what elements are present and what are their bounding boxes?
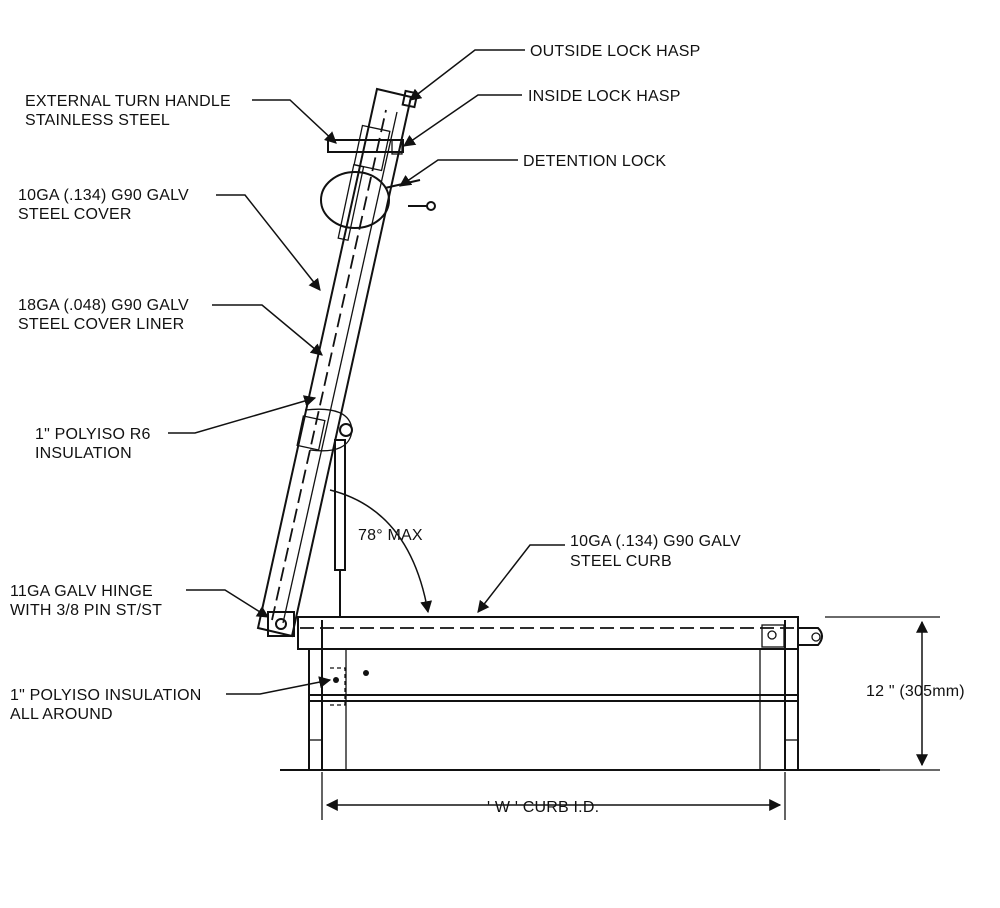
- label-turn-handle-2: STAINLESS STEEL: [25, 112, 170, 129]
- label-turn-handle-1: EXTERNAL TURN HANDLE: [25, 93, 231, 110]
- label-curb-2: STEEL CURB: [570, 553, 672, 570]
- label-liner-2: STEEL COVER LINER: [18, 316, 184, 333]
- cover: [256, 87, 436, 638]
- hinge-pin: [275, 618, 287, 630]
- latch-bracket: [761, 624, 785, 648]
- latch-tab: [798, 627, 823, 646]
- angle-arc: [329, 489, 433, 614]
- leader-lines: [168, 49, 565, 695]
- label-angle: 78° MAX: [358, 527, 423, 544]
- hinge-body: [267, 611, 295, 637]
- inside-hasp: [391, 139, 403, 155]
- label-height-dim: 12 " (305mm): [866, 683, 965, 700]
- label-cover-2: STEEL COVER: [18, 206, 132, 223]
- insulation-dot: [363, 670, 369, 676]
- label-insulation-all-2: ALL AROUND: [10, 706, 113, 723]
- label-hinge-2: WITH 3/8 PIN ST/ST: [10, 602, 162, 619]
- label-detention-lock: DETENTION LOCK: [523, 153, 666, 170]
- label-width-dim: ' W ' CURB I.D.: [487, 799, 599, 816]
- height-dimension: [825, 616, 940, 771]
- cover-liner-dash: [271, 109, 387, 621]
- width-dimension: [321, 772, 786, 820]
- turn-handle: [327, 139, 404, 153]
- label-insulation-all-1: 1" POLYISO INSULATION: [10, 687, 202, 704]
- label-cover-1: 10GA (.134) G90 GALV: [18, 187, 189, 204]
- label-curb-1: 10GA (.134) G90 GALV: [570, 533, 741, 550]
- label-hinge-1: 11GA GALV HINGE: [10, 583, 153, 600]
- gas-spring-cylinder: [334, 439, 346, 571]
- label-outside-lock-hasp: OUTSIDE LOCK HASP: [530, 43, 701, 60]
- curb-top-flange: [297, 616, 799, 650]
- lock-housing: [320, 171, 390, 229]
- curb: [280, 616, 880, 771]
- label-insulation-r6-2: INSULATION: [35, 445, 132, 462]
- label-inside-lock-hasp: INSIDE LOCK HASP: [528, 88, 681, 105]
- label-insulation-r6-1: 1" POLYISO R6: [35, 426, 151, 443]
- label-liner-1: 18GA (.048) G90 GALV: [18, 297, 189, 314]
